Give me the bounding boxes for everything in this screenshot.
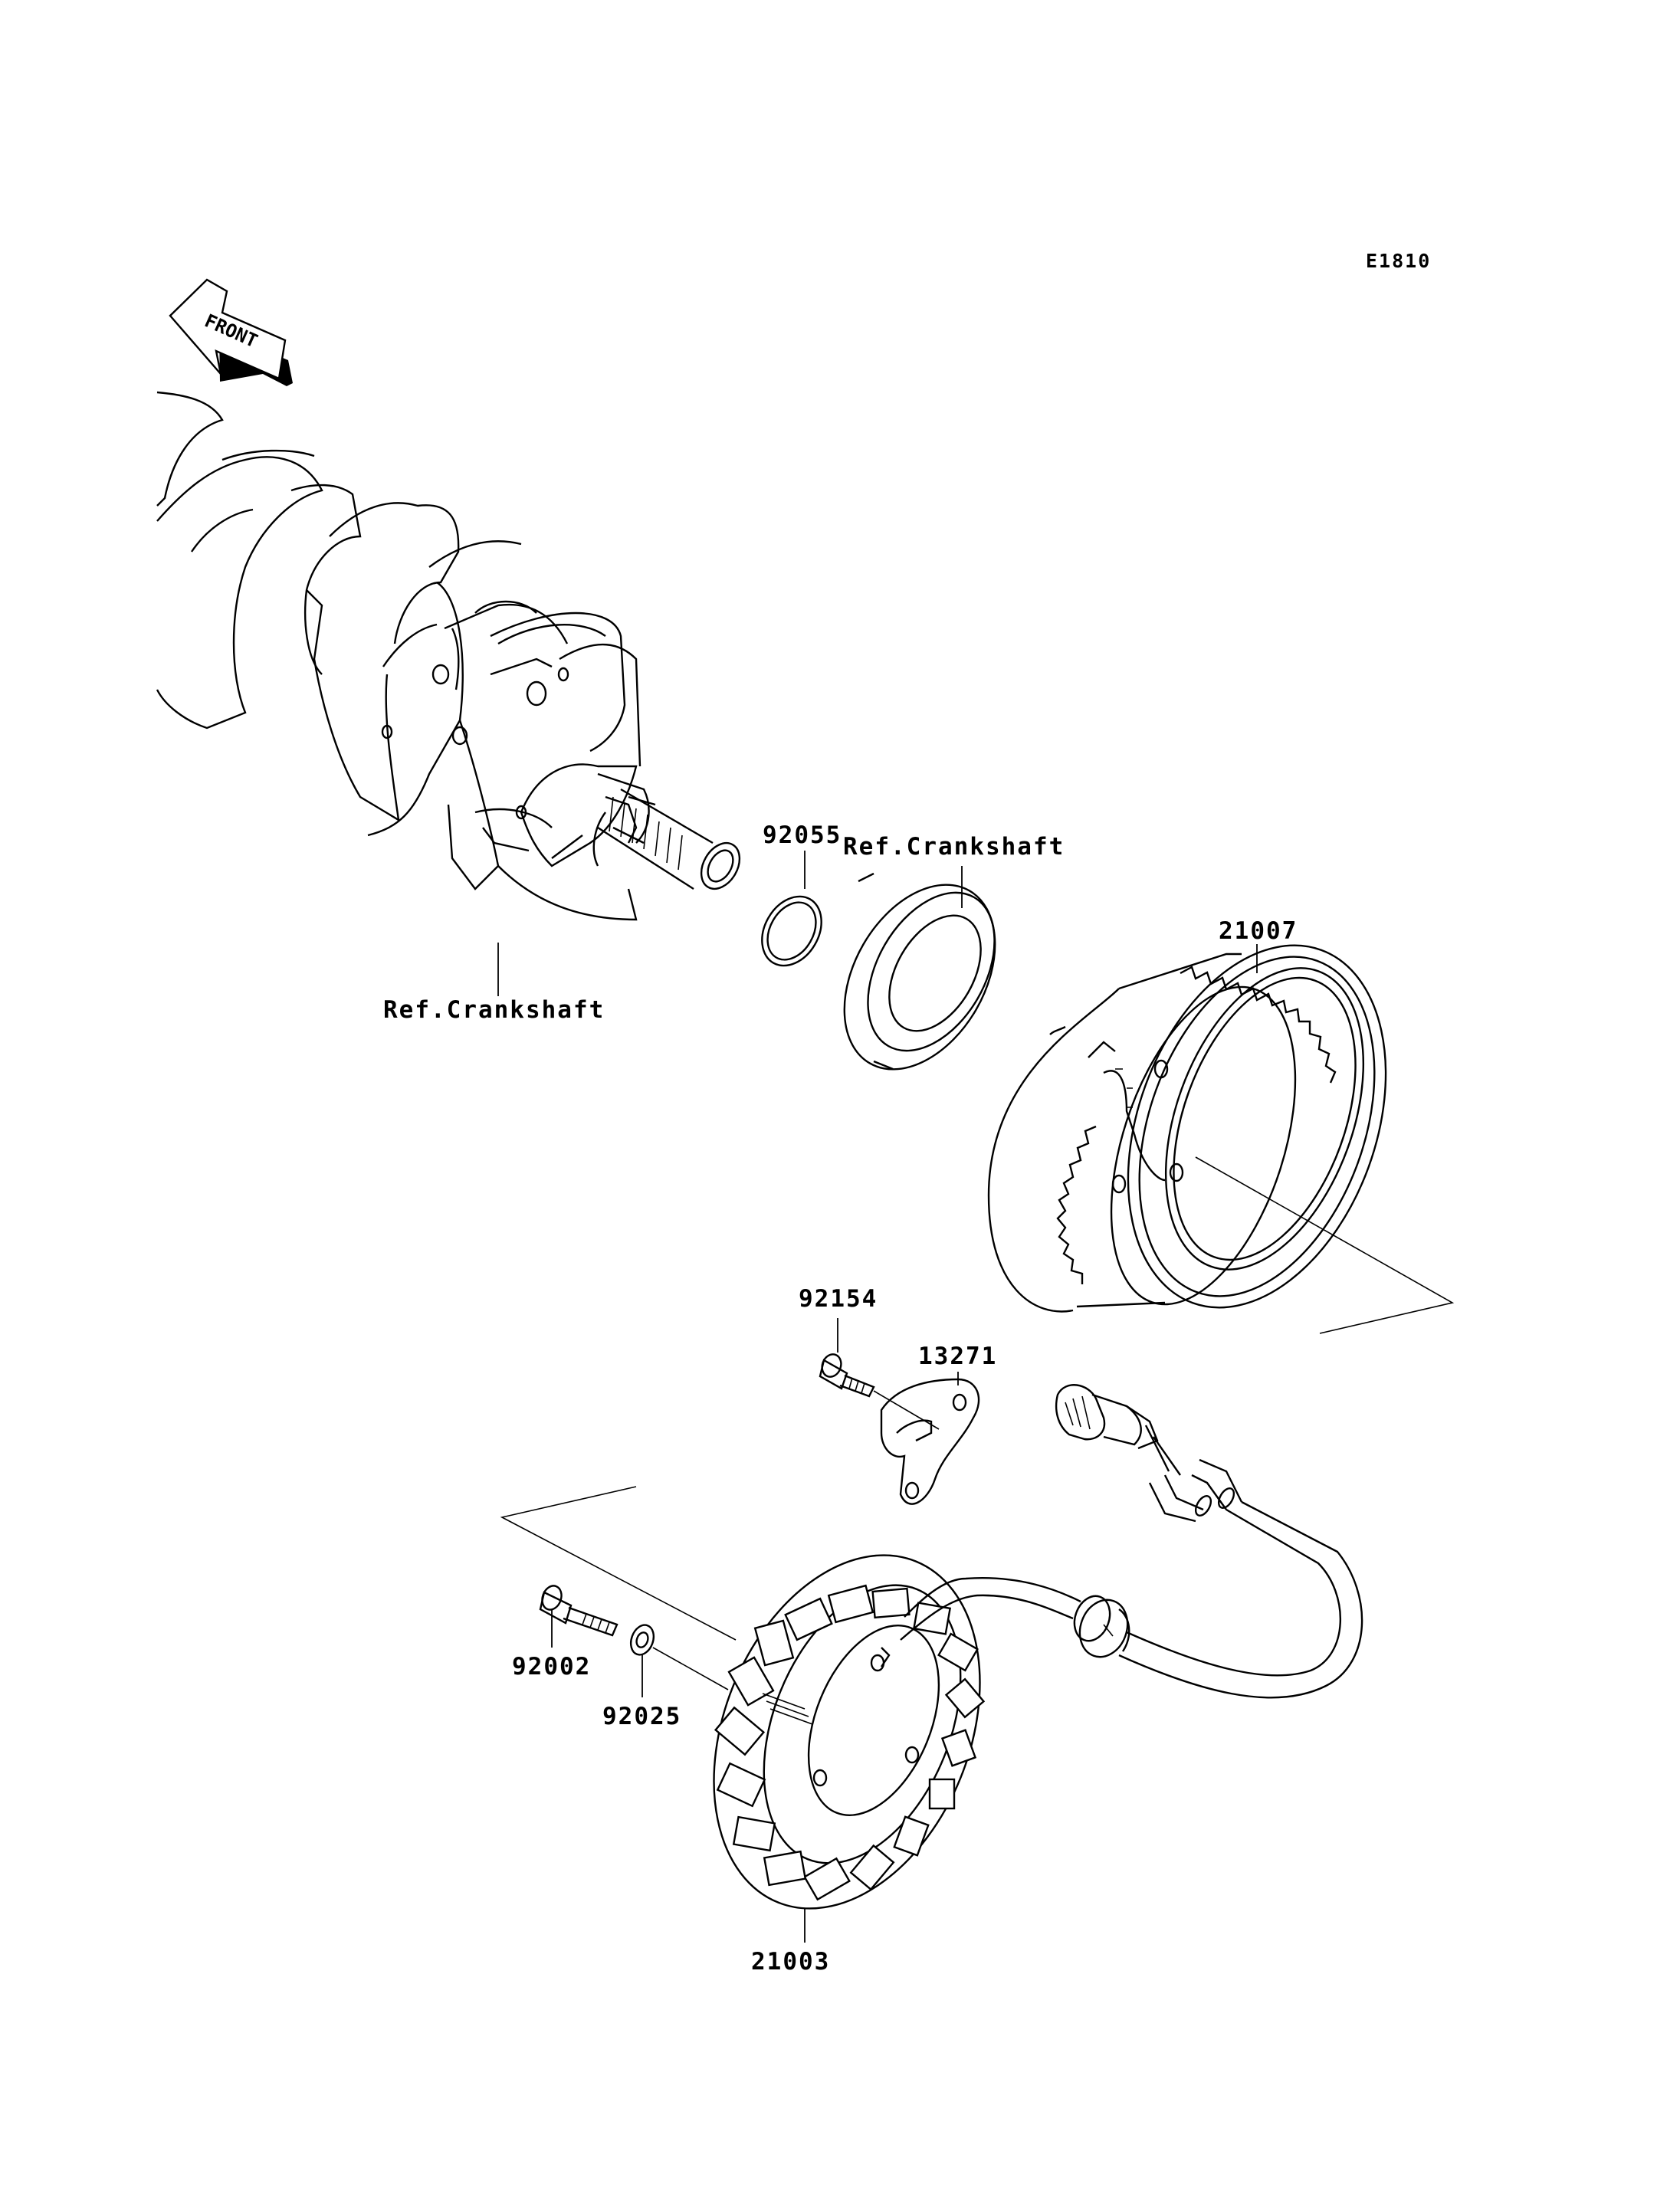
rotor-21007: [987, 944, 1387, 1313]
stator-21003: [713, 1554, 986, 1910]
leader-bolt-to-plate: [873, 1390, 940, 1430]
bolt-92154: [819, 1353, 875, 1398]
front-arrow-icon: FRONT: [169, 278, 293, 386]
plate-13271: [880, 1378, 980, 1505]
washer-92025: [629, 1624, 655, 1656]
label-21003: 21003: [751, 1948, 830, 1976]
label-92025: 92025: [602, 1703, 681, 1730]
label-92002: 92002: [512, 1653, 591, 1681]
oring-92055: [761, 895, 822, 967]
assembly-line-stator: [500, 1486, 737, 1641]
label-21007: 21007: [1219, 917, 1298, 945]
crankshaft-drawing: [156, 391, 741, 921]
label-crankshaft-ref-1: Ref.Crankshaft: [383, 996, 605, 1024]
wire-harness: [900, 1384, 1363, 1699]
assembly-line-rotor: [1195, 1156, 1455, 1334]
label-92154: 92154: [799, 1285, 878, 1313]
label-crankshaft-ref-2: Ref.Crankshaft: [843, 833, 1065, 861]
label-92055: 92055: [763, 821, 842, 849]
page-code: E1810: [1366, 250, 1431, 272]
label-13271: 13271: [918, 1343, 997, 1370]
bolt-92002: [539, 1585, 619, 1637]
oil-seal-drawing: [843, 872, 996, 1071]
leader-washer-assembly: [652, 1647, 729, 1690]
